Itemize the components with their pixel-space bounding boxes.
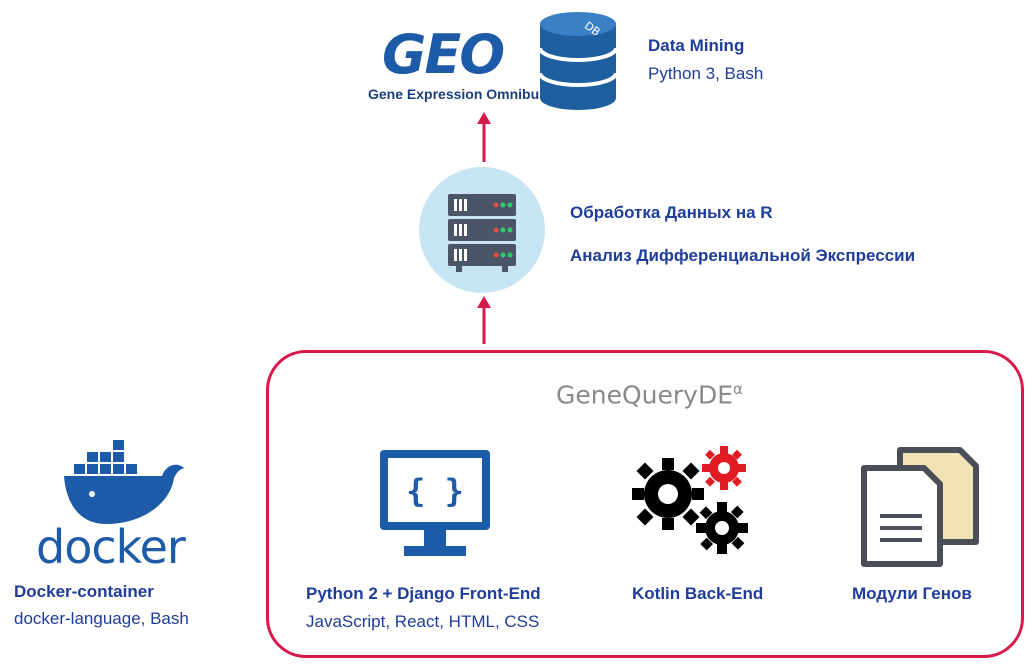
genequeryde-frame (266, 350, 1024, 658)
geo-logo-text: GEO (382, 23, 505, 86)
processing-line2: Анализ Дифференциальной Экспрессии (570, 246, 916, 265)
data-mining-subtitle: Python 3, Bash (648, 64, 764, 83)
data-mining-title: Data Mining (648, 36, 745, 55)
frontend-subtitle: JavaScript, React, HTML, CSS (306, 612, 540, 631)
docker-subtitle: docker-language, Bash (14, 609, 189, 628)
code-monitor-icon: { } (380, 450, 490, 556)
server-icon (419, 167, 545, 293)
geo-logo: GEO Gene Expression Omnibus (368, 23, 547, 108)
code-braces: { } (406, 472, 464, 510)
database-icon: DB (538, 12, 618, 110)
frontend-title: Python 2 + Django Front-End (306, 584, 541, 603)
modules-title: Модули Генов (852, 584, 972, 603)
processing-line1: Обработка Данных на R (570, 203, 773, 222)
app-superscript: α (733, 380, 743, 398)
docker-title: Docker-container (14, 582, 154, 601)
app-title: GeneQueryDEα (556, 380, 743, 409)
app-name: GeneQueryDE (556, 380, 734, 410)
docker-logo-text: docker (36, 520, 186, 574)
docker-whale-icon (64, 440, 184, 524)
backend-title: Kotlin Back-End (632, 584, 764, 603)
documents-icon (861, 447, 979, 567)
gears-icon (632, 446, 748, 554)
arrow-up-icon (477, 112, 491, 162)
arrow-up-icon (477, 296, 491, 344)
geo-subtitle: Gene Expression Omnibus (368, 86, 547, 102)
